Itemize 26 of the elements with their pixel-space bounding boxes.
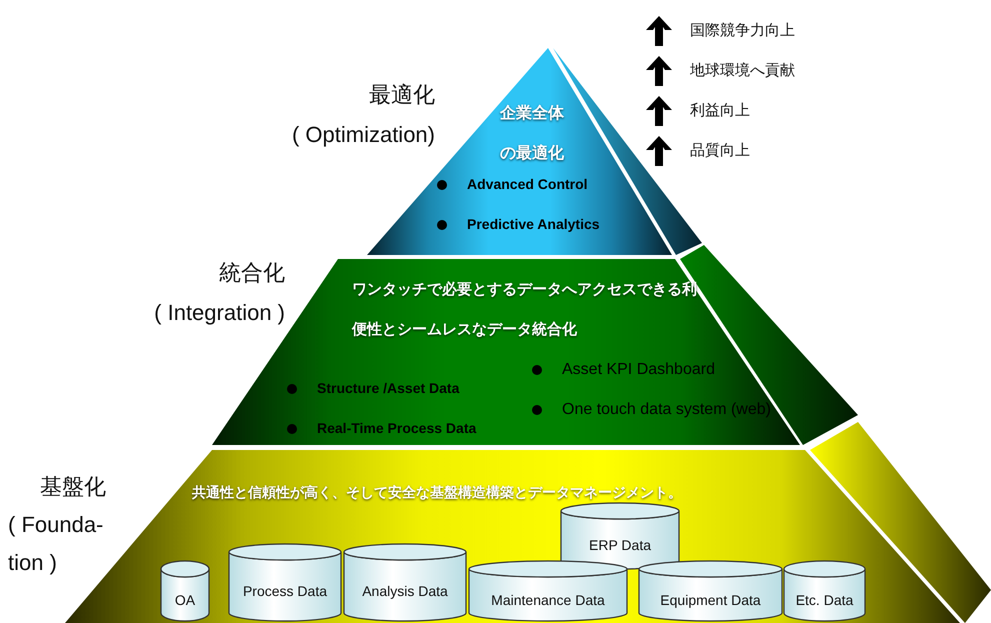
tier-description: 企業全体の最適化 <box>500 104 565 164</box>
benefit-text: 地球環境へ貢献 <box>690 60 795 81</box>
cylinder-label: ERP Data <box>589 536 651 554</box>
bullet-text: Structure /Asset Data <box>317 379 460 398</box>
cylinder-label: Etc. Data <box>796 590 854 610</box>
bullet-text: Advanced Control <box>467 175 588 194</box>
tier-title: ( Optimization) <box>290 121 435 149</box>
tier-title: ( Founda- tion ) <box>8 511 104 577</box>
benefit-text: 品質向上 <box>690 140 750 161</box>
bullet-text: One touch data system (web) <box>562 400 771 420</box>
cylinder-label: Maintenance Data <box>491 590 605 610</box>
tier-title: 統合化 <box>218 259 285 287</box>
benefit-text: 利益向上 <box>690 100 750 121</box>
tier-description: ワンタッチで必要とするデータへアクセスできる利便性とシームレスなデータ統合化 <box>352 280 698 340</box>
bullet-text: Asset KPI Dashboard <box>562 360 715 380</box>
benefit-text: 国際競争力向上 <box>690 20 795 41</box>
bullet-text: Real-Time Process Data <box>317 419 476 438</box>
cylinder-label: Process Data <box>242 582 328 601</box>
bullet-text: Predictive Analytics <box>467 215 600 234</box>
cylinder-label: Equipment Data <box>660 590 761 610</box>
cylinder-label: Analysis Data <box>362 582 448 601</box>
tier-description: 共通性と信頼性が高く、そして安全な基盤構造構築とデータマネージメント。 <box>192 483 683 502</box>
tier-title: 最適化 <box>368 81 435 109</box>
tier-title: 基盤化 <box>40 473 107 501</box>
tier-title: ( Integration ) <box>153 299 285 327</box>
cylinder-label: OA <box>174 590 196 610</box>
